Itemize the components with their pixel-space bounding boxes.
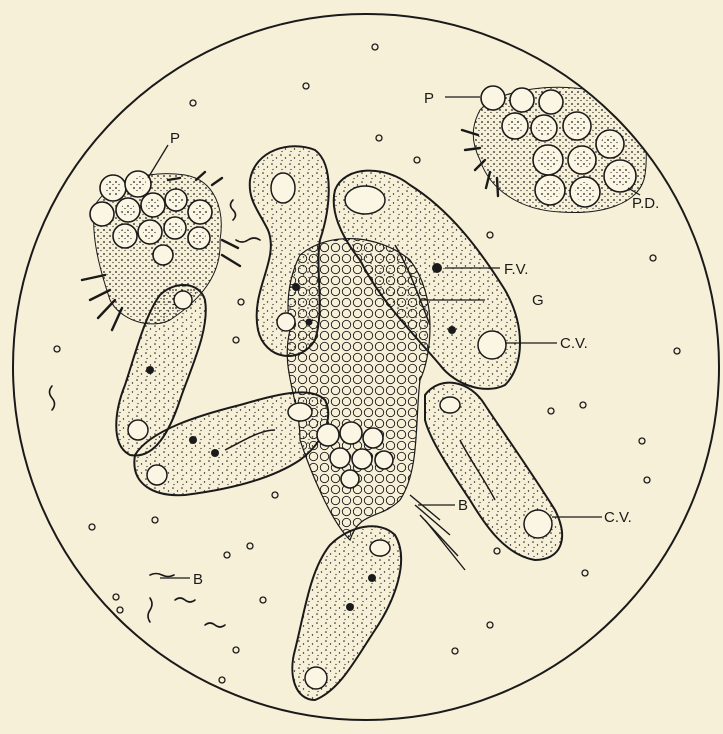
label-fv: F.V. xyxy=(504,261,528,278)
label-b-lower: B xyxy=(193,571,203,588)
label-p-right: P xyxy=(424,90,434,107)
label-cv-upper: C.V. xyxy=(560,335,588,352)
label-b-center: B xyxy=(458,497,468,514)
label-cv-lower: C.V. xyxy=(604,509,632,526)
label-g: G xyxy=(532,292,544,309)
label-pd: P.D. xyxy=(632,195,659,212)
label-p-left: P xyxy=(170,130,180,147)
